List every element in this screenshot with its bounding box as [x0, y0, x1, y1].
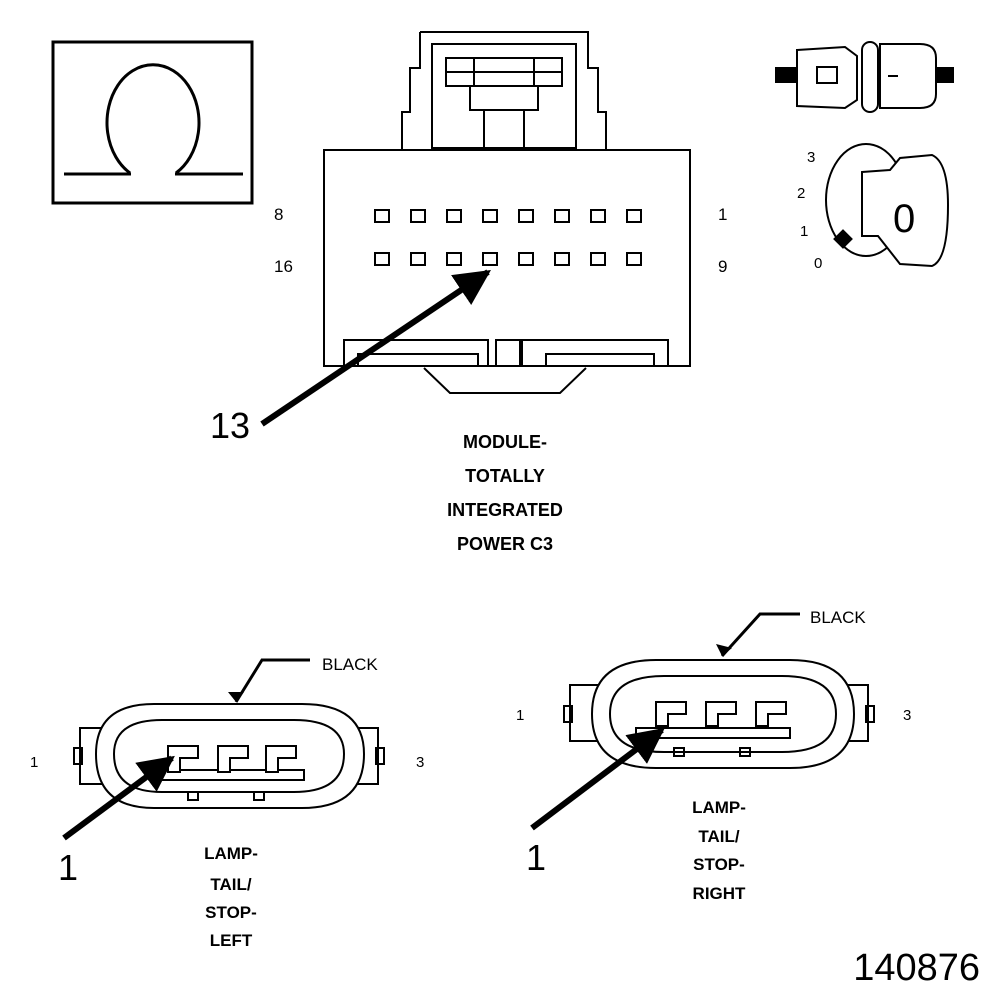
ignition-key-label: 0 — [893, 197, 915, 241]
disconnected-connector-icon — [775, 41, 954, 113]
pin-11 — [554, 252, 570, 266]
ignition-position-1: 1 — [800, 223, 808, 240]
callout-arrow — [260, 269, 491, 427]
right-title-line-4: RIGHT — [693, 884, 747, 903]
left-pin-label-3: 3 — [416, 754, 424, 771]
pin-6 — [446, 209, 462, 223]
ignition-position-2: 2 — [797, 185, 805, 202]
right-lamp-connector: BLACK 1 3 1 — [516, 608, 911, 878]
left-lamp-connector: BLACK 1 3 1 — [30, 655, 424, 888]
left-pin-1 — [167, 745, 199, 773]
module-title-line-3: INTEGRATED — [447, 500, 563, 520]
pin-row-top — [374, 209, 642, 223]
callout-13: 13 — [210, 405, 250, 446]
right-connector-color: BLACK — [810, 608, 866, 627]
pin-14 — [446, 252, 462, 266]
pin-13 — [482, 252, 498, 266]
left-title-line-1: LAMP- — [204, 844, 258, 863]
right-pin-label-1: 1 — [516, 707, 524, 724]
pin-label-8: 8 — [274, 205, 283, 224]
pin-8 — [374, 209, 390, 223]
pin-9 — [626, 252, 642, 266]
right-pin-1 — [655, 701, 687, 727]
pin-15 — [410, 252, 426, 266]
right-pin-3 — [755, 701, 787, 727]
pin-10 — [590, 252, 606, 266]
right-lamp-title: LAMP- TAIL/ STOP- RIGHT — [692, 798, 746, 903]
pin-12 — [518, 252, 534, 266]
left-title-line-2: TAIL/ — [210, 875, 252, 894]
figure-number: 140876 — [853, 947, 980, 989]
pin-label-1: 1 — [718, 205, 727, 224]
left-callout-1: 1 — [58, 847, 78, 888]
pin-1 — [626, 209, 642, 223]
module-title-line-4: POWER C3 — [457, 534, 553, 554]
pin-row-bottom — [374, 252, 642, 266]
right-title-line-3: STOP- — [693, 855, 745, 874]
pin-16 — [374, 252, 390, 266]
left-pin-3 — [265, 745, 297, 773]
left-title-line-3: STOP- — [205, 903, 257, 922]
left-pin-2 — [217, 745, 249, 773]
pin-label-16: 16 — [274, 257, 293, 276]
right-callout-arrow — [530, 727, 665, 831]
left-lamp-title: LAMP- TAIL/ STOP- LEFT — [204, 844, 258, 950]
pin-4 — [518, 209, 534, 223]
left-title-line-4: LEFT — [210, 931, 253, 950]
ignition-position-3: 3 — [807, 149, 815, 166]
left-callout-arrow — [62, 755, 175, 841]
pin-label-9: 9 — [718, 257, 727, 276]
module-title-line-1: MODULE- — [463, 432, 547, 452]
right-title-line-2: TAIL/ — [698, 827, 740, 846]
pin-7 — [410, 209, 426, 223]
ignition-position-0: 0 — [814, 255, 822, 272]
pin-3 — [554, 209, 570, 223]
left-connector-color: BLACK — [322, 655, 378, 674]
right-callout-1: 1 — [526, 837, 546, 878]
right-title-line-1: LAMP- — [692, 798, 746, 817]
left-pin-label-1: 1 — [30, 754, 38, 771]
ignition-switch-icon: 3 2 1 0 0 — [797, 143, 950, 272]
module-title: MODULE- TOTALLY INTEGRATED POWER C3 — [447, 432, 563, 554]
ohm-icon — [51, 40, 254, 205]
pin-5 — [482, 209, 498, 223]
right-pin-2 — [705, 701, 737, 727]
module-connector: 8 1 16 9 13 — [210, 31, 727, 446]
module-title-line-2: TOTALLY — [465, 466, 545, 486]
pin-2 — [590, 209, 606, 223]
right-pin-label-3: 3 — [903, 707, 911, 724]
